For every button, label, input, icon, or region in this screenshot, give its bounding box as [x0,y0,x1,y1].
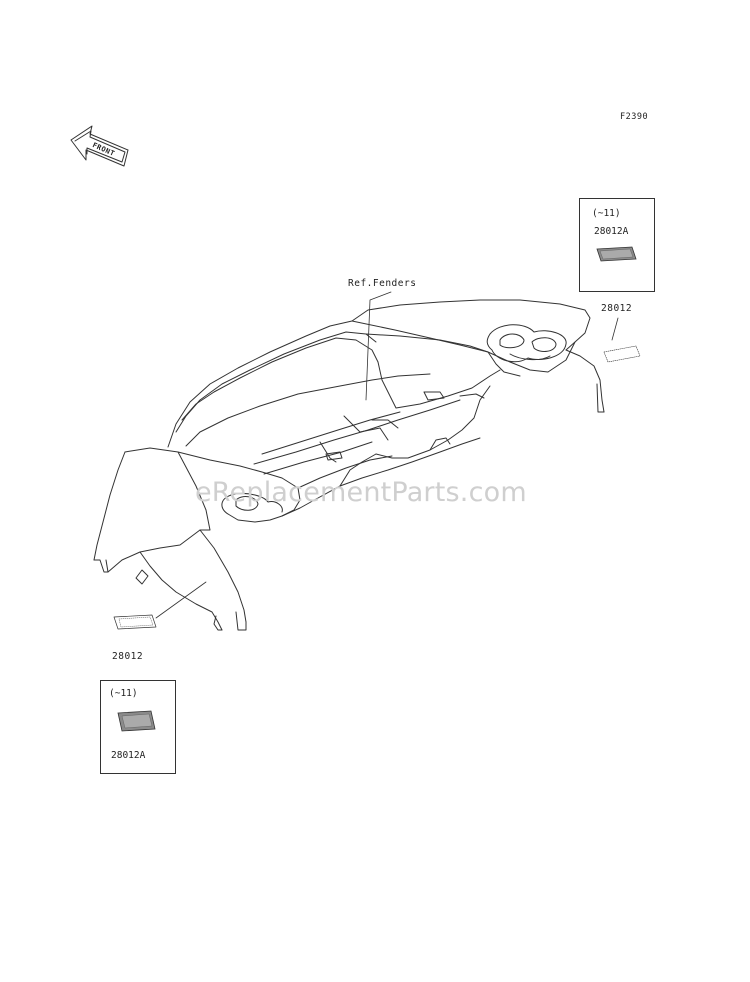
reflector-decal-left [113,614,157,630]
rear-fender-outline [93,299,605,631]
figure-code: F2390 [620,112,649,122]
inset-part-number: 28012A [594,226,629,237]
reflector-icon [117,710,156,732]
ref-fenders-label: Ref.Fenders [348,278,417,289]
inset-box-top-right: (~11) 28012A [579,198,655,292]
inset-range-label: (~11) [592,208,621,219]
inset-box-bottom-left: (~11) 28012A [100,680,176,774]
front-arrow-icon [70,125,129,167]
reflector-decal-right [603,345,641,363]
inset-range-label: (~11) [109,688,138,699]
part-number-label-left: 28012 [112,651,144,662]
inset-part-number: 28012A [111,750,146,761]
part-number-label-right: 28012 [601,303,633,314]
reflector-icon [596,246,637,262]
watermark: eReplacementParts.com [195,477,527,508]
